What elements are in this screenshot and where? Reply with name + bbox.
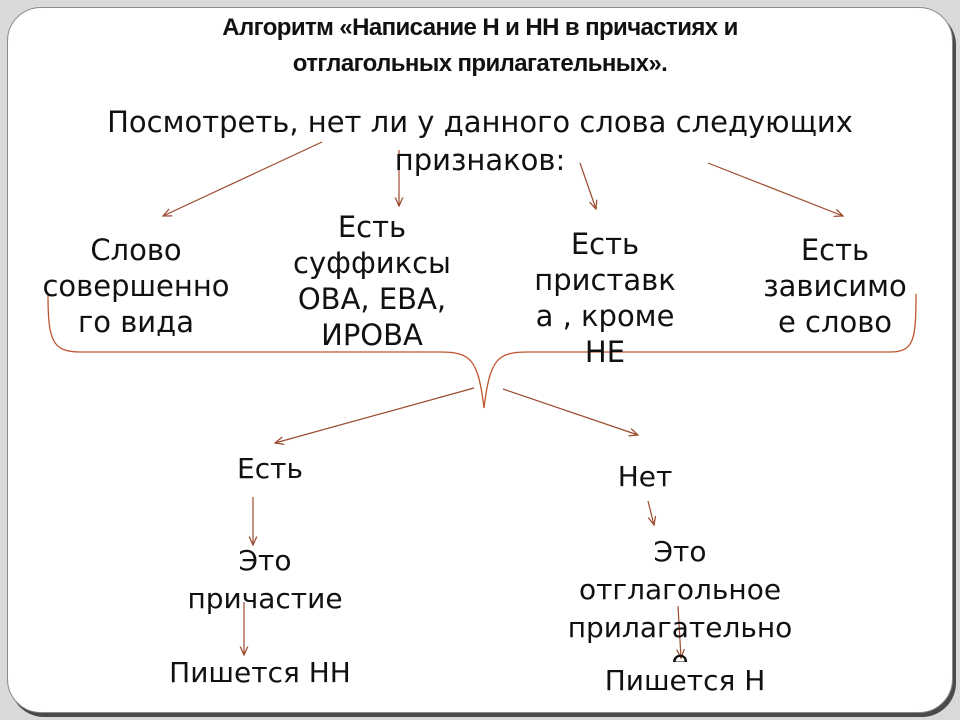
feature-line: ОВА, ЕВА,	[297, 282, 447, 316]
feature-line: суффиксы	[293, 246, 451, 280]
feature-suffixes: Есть суффиксы ОВА, ЕВА, ИРОВА	[272, 209, 472, 353]
feature-line: а , кроме	[535, 299, 675, 333]
arrow-to-feature-1	[163, 141, 323, 216]
feature-dependent-word: Есть зависимо е слово	[740, 232, 930, 340]
arrow-to-feature-3	[579, 162, 596, 209]
feature-line: приставк	[534, 263, 676, 297]
intro-text: Посмотреть, нет ли у данного слова следу…	[40, 103, 920, 179]
result-line: причастие	[187, 582, 343, 615]
result-line: Это	[653, 535, 707, 568]
title-line-1: Алгоритм «Написание Н и НН в причастиях …	[222, 14, 738, 41]
feature-line: Слово	[90, 233, 182, 267]
rule-double-n: Пишется НН	[169, 656, 351, 689]
feature-line: ИРОВА	[321, 318, 423, 352]
arrow-to-yes	[275, 387, 475, 443]
feature-line: НЕ	[584, 335, 626, 369]
arrow-no-to-rule	[678, 605, 681, 658]
result-verbal-adjective: Это отглагольное прилагательно е	[530, 533, 830, 675]
result-line: прилагательно	[567, 611, 793, 644]
branch-no-label: Нет	[617, 460, 673, 493]
arrow-no-to-result	[647, 500, 654, 525]
feature-line: го вида	[78, 305, 194, 339]
grouping-brace	[47, 293, 917, 409]
feature-perfective: Слово совершенно го вида	[20, 232, 252, 340]
result-line: отглагольное	[578, 573, 782, 606]
rule-single-n: Пишется Н	[565, 662, 805, 700]
feature-prefix: Есть приставк а , кроме НЕ	[505, 226, 705, 370]
feature-line: Есть	[337, 210, 407, 244]
feature-line: е слово	[777, 305, 893, 339]
arrow-to-no	[502, 388, 638, 435]
feature-line: Есть	[570, 227, 640, 261]
intro-line-1: Посмотреть, нет ли у данного слова следу…	[107, 105, 853, 139]
title-line-2: отглагольных прилагательных».	[292, 50, 668, 77]
result-participle: Это причастие	[150, 542, 380, 618]
slide-title: Алгоритм «Написание Н и НН в причастиях …	[100, 10, 860, 82]
arrow-to-feature-4	[707, 162, 843, 216]
result-line: Это	[238, 544, 292, 577]
feature-line: совершенно	[42, 269, 230, 303]
branch-yes-label: Есть	[237, 452, 303, 485]
slide	[7, 7, 953, 713]
feature-line: зависимо	[763, 269, 907, 303]
intro-line-2: признаков:	[394, 143, 566, 177]
feature-line: Есть	[800, 233, 870, 267]
